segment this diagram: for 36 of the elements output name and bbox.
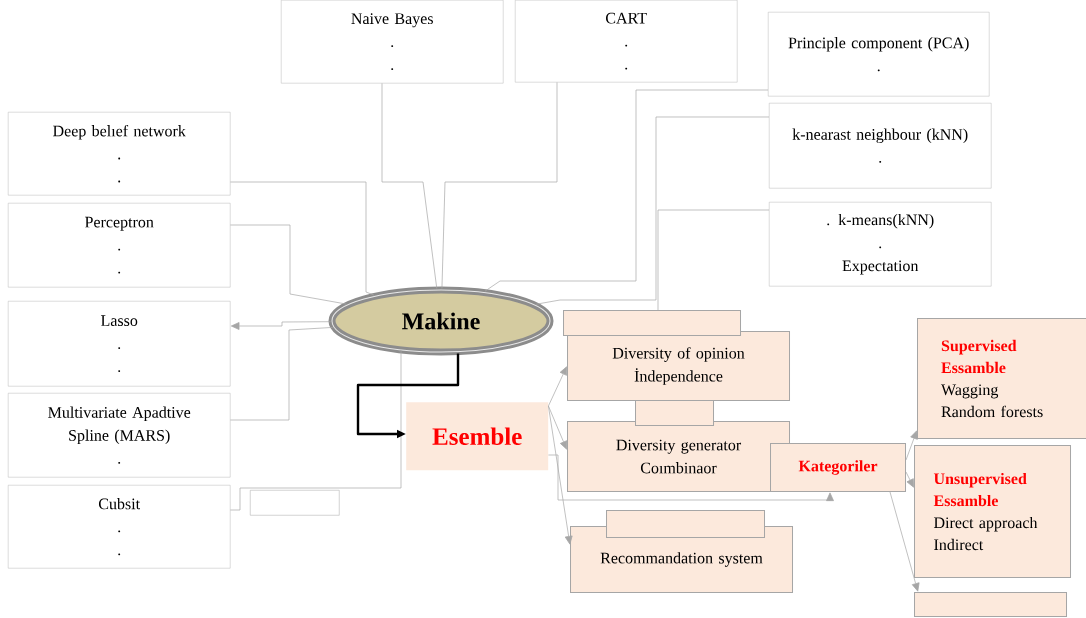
connector-line <box>381 83 438 289</box>
arrow <box>905 471 914 488</box>
connector-line <box>230 349 402 511</box>
method-box: Multivariate Apadtive Spline (MARS) . <box>8 393 231 478</box>
connector-line <box>484 89 769 292</box>
empty-box <box>563 310 741 336</box>
category-box: Unsupervised Essamble Direct approach Indirect <box>914 445 1071 578</box>
empty-box <box>635 400 714 426</box>
connector-line <box>657 209 770 311</box>
ensemble-box: Esemble <box>406 402 549 471</box>
method-box: CART . . <box>515 0 738 83</box>
connector-line <box>230 181 375 296</box>
method-box: Perceptron . . <box>8 203 231 288</box>
arrow <box>230 321 331 330</box>
empty-box <box>606 510 765 538</box>
method-box: Principle component (PCA) . <box>768 12 990 97</box>
arrow <box>548 454 834 502</box>
empty-box <box>914 592 1067 617</box>
arrow <box>548 405 568 450</box>
category-box: Kategoriler <box>770 443 906 492</box>
arrow <box>548 366 567 407</box>
connector-line <box>230 224 347 305</box>
method-box: Lasso . . <box>8 301 231 387</box>
category-box: Supervised Essamble Wagging Random forests <box>917 318 1086 439</box>
method-box: Naive Bayes . . <box>281 0 504 84</box>
connector-line <box>535 116 770 305</box>
arrow <box>548 405 573 545</box>
method-box: . k-means(kNN) . Expectation <box>769 202 992 287</box>
method-box: Deep belıef network . . <box>8 112 231 196</box>
method-box: Cubsit . . <box>8 485 231 569</box>
arrow <box>905 430 918 461</box>
method-box: k-nearast neighbour (kNN) . <box>769 103 992 189</box>
connector-line <box>441 82 558 289</box>
connector-line <box>230 327 334 421</box>
arrow <box>889 491 920 592</box>
empty-box <box>250 490 340 516</box>
